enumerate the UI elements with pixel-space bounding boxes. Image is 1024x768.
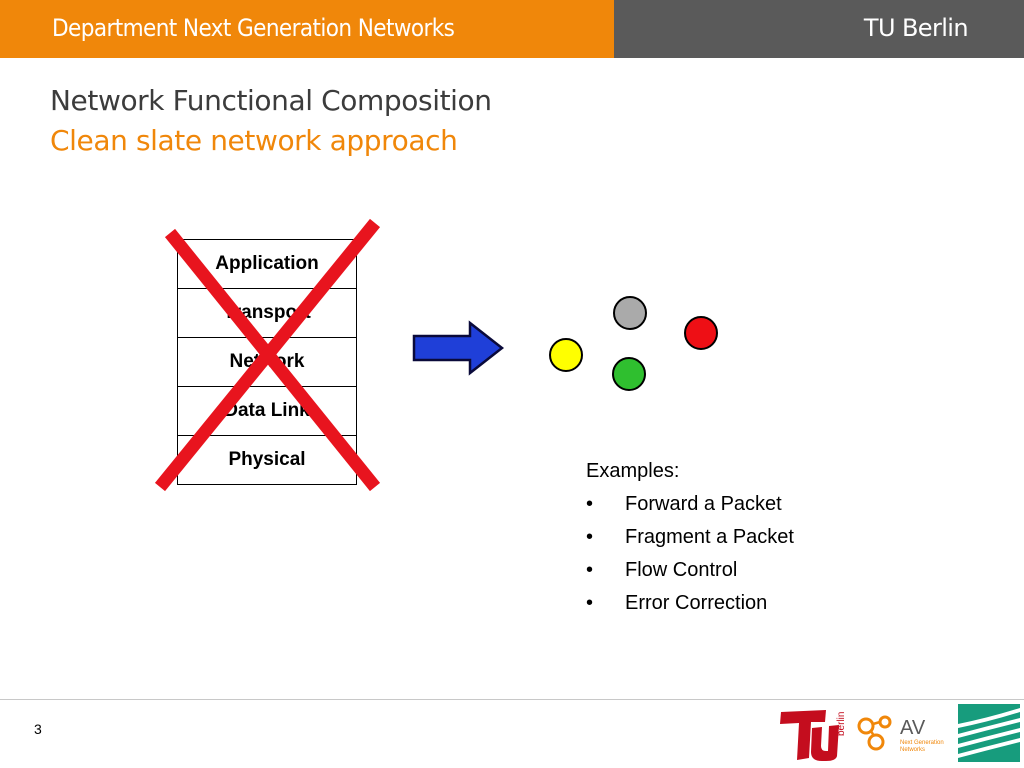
list-item: • Forward a Packet: [586, 493, 794, 526]
list-item: • Flow Control: [586, 559, 794, 592]
right-arrow-icon: [412, 320, 505, 376]
department-name: Department Next Generation Networks: [52, 14, 455, 42]
footer-divider: [0, 699, 1024, 700]
bullet: •: [586, 592, 594, 614]
layer-data-link: Data Link: [178, 386, 356, 435]
av-logo-text: AV: [900, 717, 926, 739]
cross-stroke-2: [154, 218, 381, 492]
cross-stroke-1: [164, 228, 381, 492]
arrow-shape: [412, 320, 505, 376]
slide-subtitle: Clean slate network approach: [50, 124, 458, 157]
list-item-text: Fragment a Packet: [625, 526, 794, 548]
examples-heading: Examples:: [586, 460, 680, 482]
layer-application: Application: [215, 253, 319, 274]
function-node-gray: [613, 296, 647, 330]
list-item-text: Error Correction: [625, 592, 768, 614]
list-item-text: Flow Control: [625, 559, 738, 581]
svg-text:Next Generation: Next Generation: [900, 740, 944, 746]
list-item: • Error Correction: [586, 592, 794, 625]
examples-list: Examples: • Forward a Packet • Fragment …: [586, 460, 794, 625]
list-item: • Fragment a Packet: [586, 526, 794, 559]
bullet: •: [586, 526, 594, 548]
av-logo: AV Next Generation Networks: [857, 715, 944, 753]
bullet: •: [586, 559, 594, 581]
header-department-bar: Department Next Generation Networks: [0, 0, 614, 58]
fraunhofer-logo: [958, 704, 1020, 762]
layer-physical: Physical: [178, 435, 356, 484]
cross-out-icon: [154, 218, 381, 492]
tu-berlin-logo: berlin: [780, 710, 846, 761]
header-university-bar: TU Berlin: [614, 0, 1024, 58]
function-node-yellow: [549, 338, 583, 372]
function-node-red: [684, 316, 718, 350]
svg-text:berlin: berlin: [836, 712, 846, 736]
bullet: •: [586, 493, 594, 515]
university-name: TU Berlin: [863, 14, 969, 42]
list-item-text: Forward a Packet: [625, 493, 782, 515]
page-number: 3: [34, 721, 42, 737]
svg-text:Networks: Networks: [900, 747, 925, 753]
function-node-green: [612, 357, 646, 391]
slide-title: Network Functional Composition: [50, 84, 492, 117]
